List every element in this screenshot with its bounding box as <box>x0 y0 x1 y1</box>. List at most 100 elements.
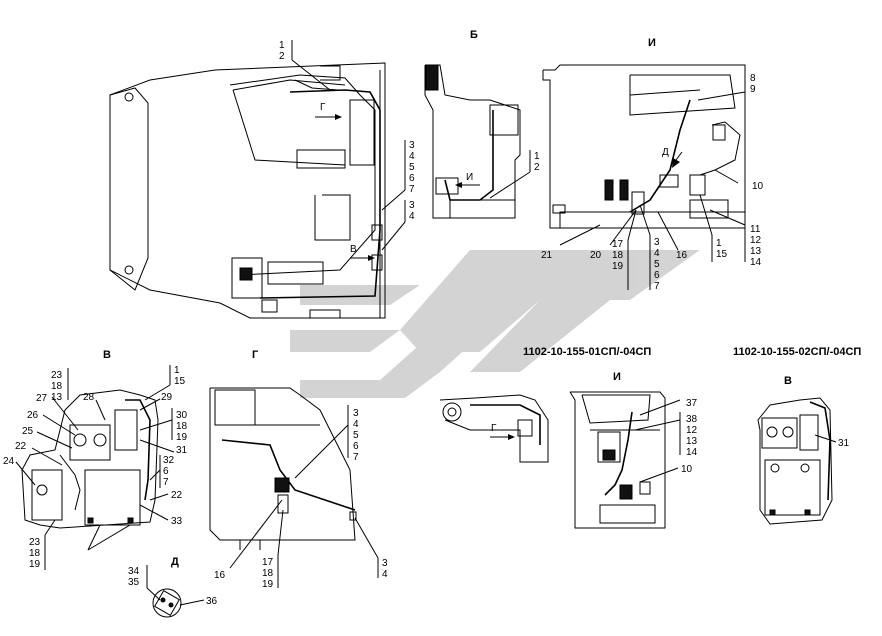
view-b-callout-2: 2 <box>534 162 540 173</box>
view-g-callout-5: 5 <box>353 430 359 441</box>
view-i-callout-6: 6 <box>654 270 660 281</box>
view-b-title: Б <box>470 29 478 41</box>
view-v-callout-6: 6 <box>163 466 169 477</box>
view-i-callout-13: 13 <box>750 246 762 257</box>
view-g-callout-3: 3 <box>353 408 359 419</box>
main-view: Г В 1 2 3 4 5 6 7 3 4 <box>109 40 415 319</box>
main-callout-7: 7 <box>409 184 415 195</box>
main-callout-4: 4 <box>409 151 415 162</box>
view-i-callout-10: 10 <box>752 181 764 192</box>
view-i-callout-20: 20 <box>590 250 602 261</box>
main-callout-3b: 3 <box>409 200 415 211</box>
view-i-callout-18: 18 <box>612 250 624 261</box>
view-v-callout-25: 25 <box>22 426 34 437</box>
view-g-title: Г <box>252 349 259 361</box>
main-callout-4b: 4 <box>409 211 415 222</box>
view-i-callout-11: 11 <box>750 224 761 235</box>
view-i-callout-17: 17 <box>612 239 624 250</box>
view-b: Б И 1 2 <box>424 29 540 219</box>
view-g-callout-4: 4 <box>353 419 359 430</box>
view-v-callout-30: 30 <box>176 410 188 421</box>
view-i-title: И <box>648 37 656 49</box>
view-i-callout-12: 12 <box>750 235 762 246</box>
view-g: Г 3 4 5 6 7 16 17 18 19 3 4 <box>209 349 388 590</box>
view-v-callout-15: 15 <box>174 376 186 387</box>
view-d: Д 34 35 36 <box>128 556 218 618</box>
view-d-callout-34: 34 <box>128 566 140 577</box>
variant1-callout-14: 14 <box>686 447 698 458</box>
view-v-callout-31: 31 <box>176 445 188 456</box>
main-callout-1: 1 <box>279 40 285 51</box>
variant1-arrow-g: Г <box>491 423 497 434</box>
view-v-callout-22: 22 <box>15 441 27 452</box>
view-v-callout-29: 29 <box>161 392 173 403</box>
view-v-callout-18b: 18 <box>176 421 188 432</box>
variant2-title: В <box>784 375 792 387</box>
view-v-callout-22b: 22 <box>171 490 183 501</box>
view-v-callout-18c: 18 <box>29 548 41 559</box>
view-v-callout-18: 18 <box>51 381 63 392</box>
variant1-callout-13: 13 <box>686 436 698 447</box>
view-i-callout-3: 3 <box>654 237 660 248</box>
view-v-title: В <box>103 349 111 361</box>
view-v-callout-1: 1 <box>174 365 180 376</box>
view-b-callout-1: 1 <box>534 151 540 162</box>
variant1-callout-12: 12 <box>686 425 698 436</box>
view-i-callout-9: 9 <box>750 84 756 95</box>
view-b-arrow-i: И <box>466 172 473 183</box>
view-v-callout-13: 13 <box>51 392 63 403</box>
variant1-callout-38: 38 <box>686 414 698 425</box>
view-i-callout-8: 8 <box>750 73 756 84</box>
view-v-callout-26: 26 <box>27 410 39 421</box>
view-g-callout-19: 19 <box>262 579 274 590</box>
main-callout-2: 2 <box>279 51 285 62</box>
view-v-callout-19b: 19 <box>29 559 41 570</box>
main-callout-3: 3 <box>409 140 415 151</box>
view-g-callout-6: 6 <box>353 441 359 452</box>
variant2-views: 1102-10-155-02СП/-04СП В 31 <box>733 346 861 525</box>
view-i-arrow-d: Д <box>662 147 669 158</box>
view-i-callout-4: 4 <box>654 248 660 259</box>
main-arrow-g-label: Г <box>320 102 326 113</box>
view-i-callout-7: 7 <box>654 281 660 292</box>
main-callout-6: 6 <box>409 173 415 184</box>
view-v-callout-19: 19 <box>176 432 188 443</box>
variant1-header: 1102-10-155-01СП/-04СП <box>523 346 651 358</box>
view-v-callout-7: 7 <box>163 477 169 488</box>
view-v-callout-24: 24 <box>3 456 15 467</box>
view-g-callout-16: 16 <box>214 570 226 581</box>
view-i-callout-15: 15 <box>716 249 728 260</box>
view-d-callout-36: 36 <box>206 596 218 607</box>
view-v-callout-27: 27 <box>36 393 48 404</box>
view-g-callout-7: 7 <box>353 452 359 463</box>
variant2-header: 1102-10-155-02СП/-04СП <box>733 346 861 358</box>
view-v-callout-23b: 23 <box>29 537 41 548</box>
view-i-callout-16: 16 <box>676 250 688 261</box>
variant1-callout-10: 10 <box>681 464 693 475</box>
main-arrow-v-label: В <box>350 244 357 255</box>
view-i-callout-19: 19 <box>612 261 624 272</box>
view-v-left: В 1 15 23 18 13 27 28 26 25 22 24 29 <box>3 349 188 570</box>
view-i-callout-21: 21 <box>541 250 553 261</box>
variant1-title: И <box>613 371 621 383</box>
view-i-callout-5: 5 <box>654 259 660 270</box>
view-v-callout-33: 33 <box>171 516 183 527</box>
view-i-top: И Д 8 9 10 11 12 13 14 21 20 <box>541 37 764 292</box>
view-i-callout-1: 1 <box>716 238 722 249</box>
variant2-callout-31: 31 <box>838 438 850 449</box>
view-i-callout-14: 14 <box>750 257 762 268</box>
view-d-callout-35: 35 <box>128 577 140 588</box>
view-v-callout-23: 23 <box>51 370 63 381</box>
view-v-callout-32: 32 <box>163 455 175 466</box>
view-d-title: Д <box>171 556 179 568</box>
view-g-callout-17: 17 <box>262 557 274 568</box>
view-v-callout-28: 28 <box>83 392 95 403</box>
view-g-callout-4b: 4 <box>382 569 388 580</box>
view-g-callout-18: 18 <box>262 568 274 579</box>
variant1-views: 1102-10-155-01СП/-04СП И Г 37 38 12 13 1… <box>439 346 698 529</box>
main-callout-5: 5 <box>409 162 415 173</box>
view-g-callout-3b: 3 <box>382 558 388 569</box>
variant1-callout-37: 37 <box>686 398 698 409</box>
